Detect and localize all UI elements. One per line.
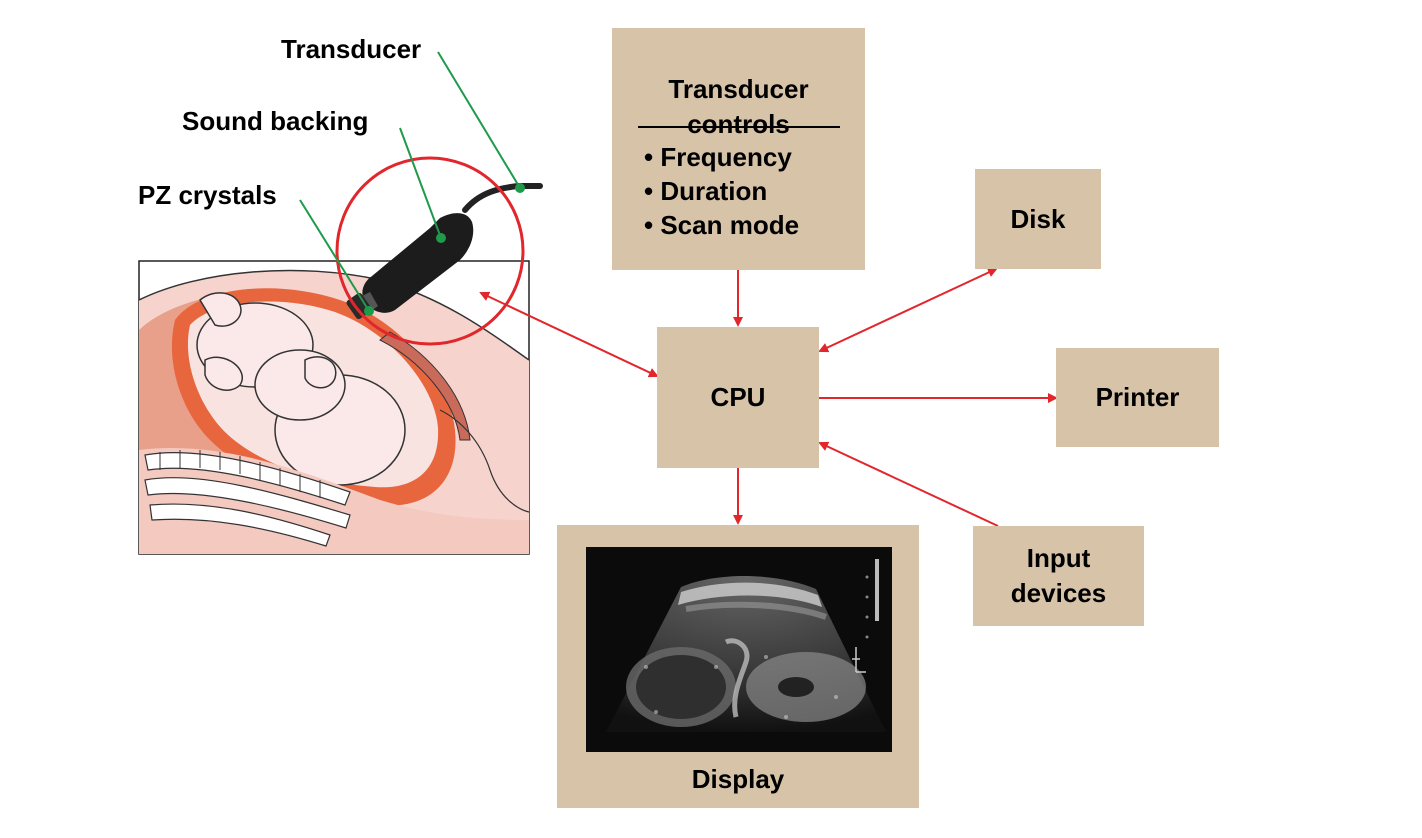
label-pz-crystals: PZ crystals [138, 180, 277, 210]
printer-box: Printer [1056, 348, 1219, 447]
arrow-input-cpu [818, 441, 999, 527]
display-label: Display [691, 764, 785, 794]
printer-label: Printer [1095, 382, 1180, 412]
title-line-1: Transducer [668, 74, 809, 104]
title-divider [638, 126, 840, 128]
label-transducer: Transducer [281, 34, 422, 64]
input-devices-box: Input devices [973, 526, 1144, 626]
arrow-cpu-disk [818, 267, 998, 353]
disk-box: Disk [975, 169, 1101, 269]
transducer-highlight-circle [335, 156, 525, 346]
ultrasound-scan-image-icon [586, 547, 892, 752]
list-item-scan-mode: Scan mode [644, 208, 799, 242]
input-label-line-2: devices [1010, 578, 1107, 608]
transducer-controls-list: Frequency Duration Scan mode [644, 140, 799, 242]
list-item-frequency: Frequency [644, 140, 799, 174]
transducer-controls-title: Transducer controls [612, 72, 865, 142]
disk-label: Disk [1010, 203, 1066, 234]
display-box: Display [557, 525, 919, 808]
cpu-box: CPU [657, 327, 819, 468]
leader-lines [299, 51, 525, 316]
title-line-2: controls [687, 109, 790, 139]
cpu-label: CPU [710, 382, 766, 412]
arrow-probe-cpu [479, 291, 659, 378]
transducer-controls-box: Transducer controls Frequency Duration S… [612, 28, 865, 270]
label-sound-backing: Sound backing [182, 106, 369, 136]
list-item-duration: Duration [644, 174, 799, 208]
input-label-line-1: Input [1026, 543, 1091, 573]
